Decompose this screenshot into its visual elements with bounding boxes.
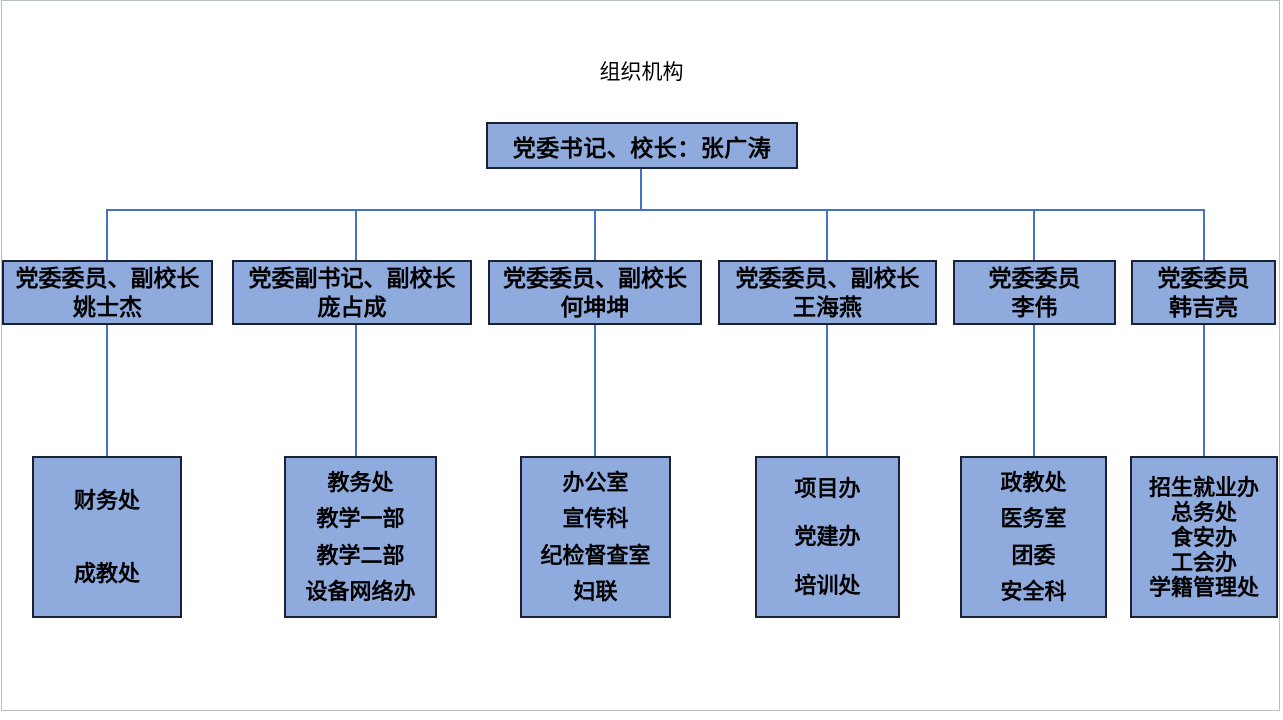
department-item: 学籍管理处: [1148, 574, 1259, 600]
leader-box: 党委委员韩吉亮: [1131, 260, 1276, 325]
department-item: 项目办: [794, 475, 861, 501]
leader-role: 党委副书记、副校长: [248, 264, 456, 291]
leader-box: 党委委员、副校长姚士杰: [2, 260, 213, 325]
connector-leader-to-departments: [594, 325, 596, 456]
connector-rail-to-leader: [594, 209, 596, 260]
page-title: 组织机构: [599, 61, 684, 84]
department-item: 招生就业办: [1148, 474, 1259, 500]
department-box: 教务处教学一部教学二部设备网络办: [284, 456, 437, 618]
department-item: 工会办: [1170, 549, 1237, 575]
department-box: 招生就业办总务处食安办工会办学籍管理处: [1130, 456, 1278, 618]
department-item: 团委: [1011, 542, 1056, 568]
department-item: 教学一部: [316, 506, 405, 532]
department-item: 财务处: [73, 488, 140, 513]
connector-rail: [106, 209, 1205, 211]
department-item: 食安办: [1170, 524, 1237, 550]
connector-rail-to-leader: [106, 209, 108, 260]
department-item: 政教处: [1000, 469, 1067, 495]
leader-name: 姚士杰: [73, 293, 142, 320]
connector-leader-to-departments: [106, 325, 108, 456]
connector-root-stem: [640, 169, 642, 209]
department-item: 办公室: [562, 469, 629, 495]
department-item: 安全科: [1000, 579, 1067, 605]
department-item: 宣传科: [562, 506, 629, 532]
connector-leader-to-departments: [355, 325, 357, 456]
department-box: 办公室宣传科纪检督查室妇联: [520, 456, 671, 618]
connector-rail-to-leader: [1033, 209, 1035, 260]
leader-name: 王海燕: [793, 293, 862, 320]
leader-role: 党委委员、副校长: [735, 264, 920, 291]
department-item: 成教处: [73, 561, 140, 586]
connector-rail-to-leader: [1203, 209, 1205, 260]
department-item: 妇联: [573, 579, 618, 605]
department-item: 医务室: [1000, 506, 1067, 532]
leader-box: 党委委员李伟: [953, 260, 1116, 325]
leader-role: 党委委员: [1157, 264, 1250, 291]
connector-leader-to-departments: [826, 325, 828, 456]
leader-name: 何坤坤: [560, 293, 630, 320]
department-item: 培训处: [794, 573, 861, 599]
leader-box: 党委委员、副校长王海燕: [718, 260, 937, 325]
department-box: 政教处医务室团委安全科: [960, 456, 1107, 618]
department-item: 设备网络办: [305, 579, 416, 605]
connector-leader-to-departments: [1203, 325, 1205, 456]
department-item: 纪检督查室: [540, 542, 651, 568]
department-item: 教学二部: [316, 542, 405, 568]
leader-box: 党委委员、副校长何坤坤: [488, 260, 702, 325]
org-root-box: 党委书记、校长：张广涛: [486, 122, 798, 169]
leader-role: 党委委员、副校长: [15, 264, 200, 291]
department-box: 财务处成教处: [32, 456, 182, 618]
department-item: 党建办: [794, 524, 861, 550]
leader-name: 庞占成: [317, 293, 387, 320]
org-root-label: 党委书记、校长：张广涛: [512, 134, 772, 161]
department-item: 总务处: [1170, 499, 1237, 525]
leader-box: 党委副书记、副校长庞占成: [232, 260, 472, 325]
connector-leader-to-departments: [1033, 325, 1035, 456]
leader-role: 党委委员: [988, 264, 1081, 291]
leader-name: 李伟: [1011, 293, 1058, 320]
leader-name: 韩吉亮: [1169, 293, 1238, 320]
connector-rail-to-leader: [355, 209, 357, 260]
connector-rail-to-leader: [826, 209, 828, 260]
leader-role: 党委委员、副校长: [503, 264, 687, 291]
department-box: 项目办党建办培训处: [755, 456, 900, 618]
department-item: 教务处: [327, 469, 394, 495]
